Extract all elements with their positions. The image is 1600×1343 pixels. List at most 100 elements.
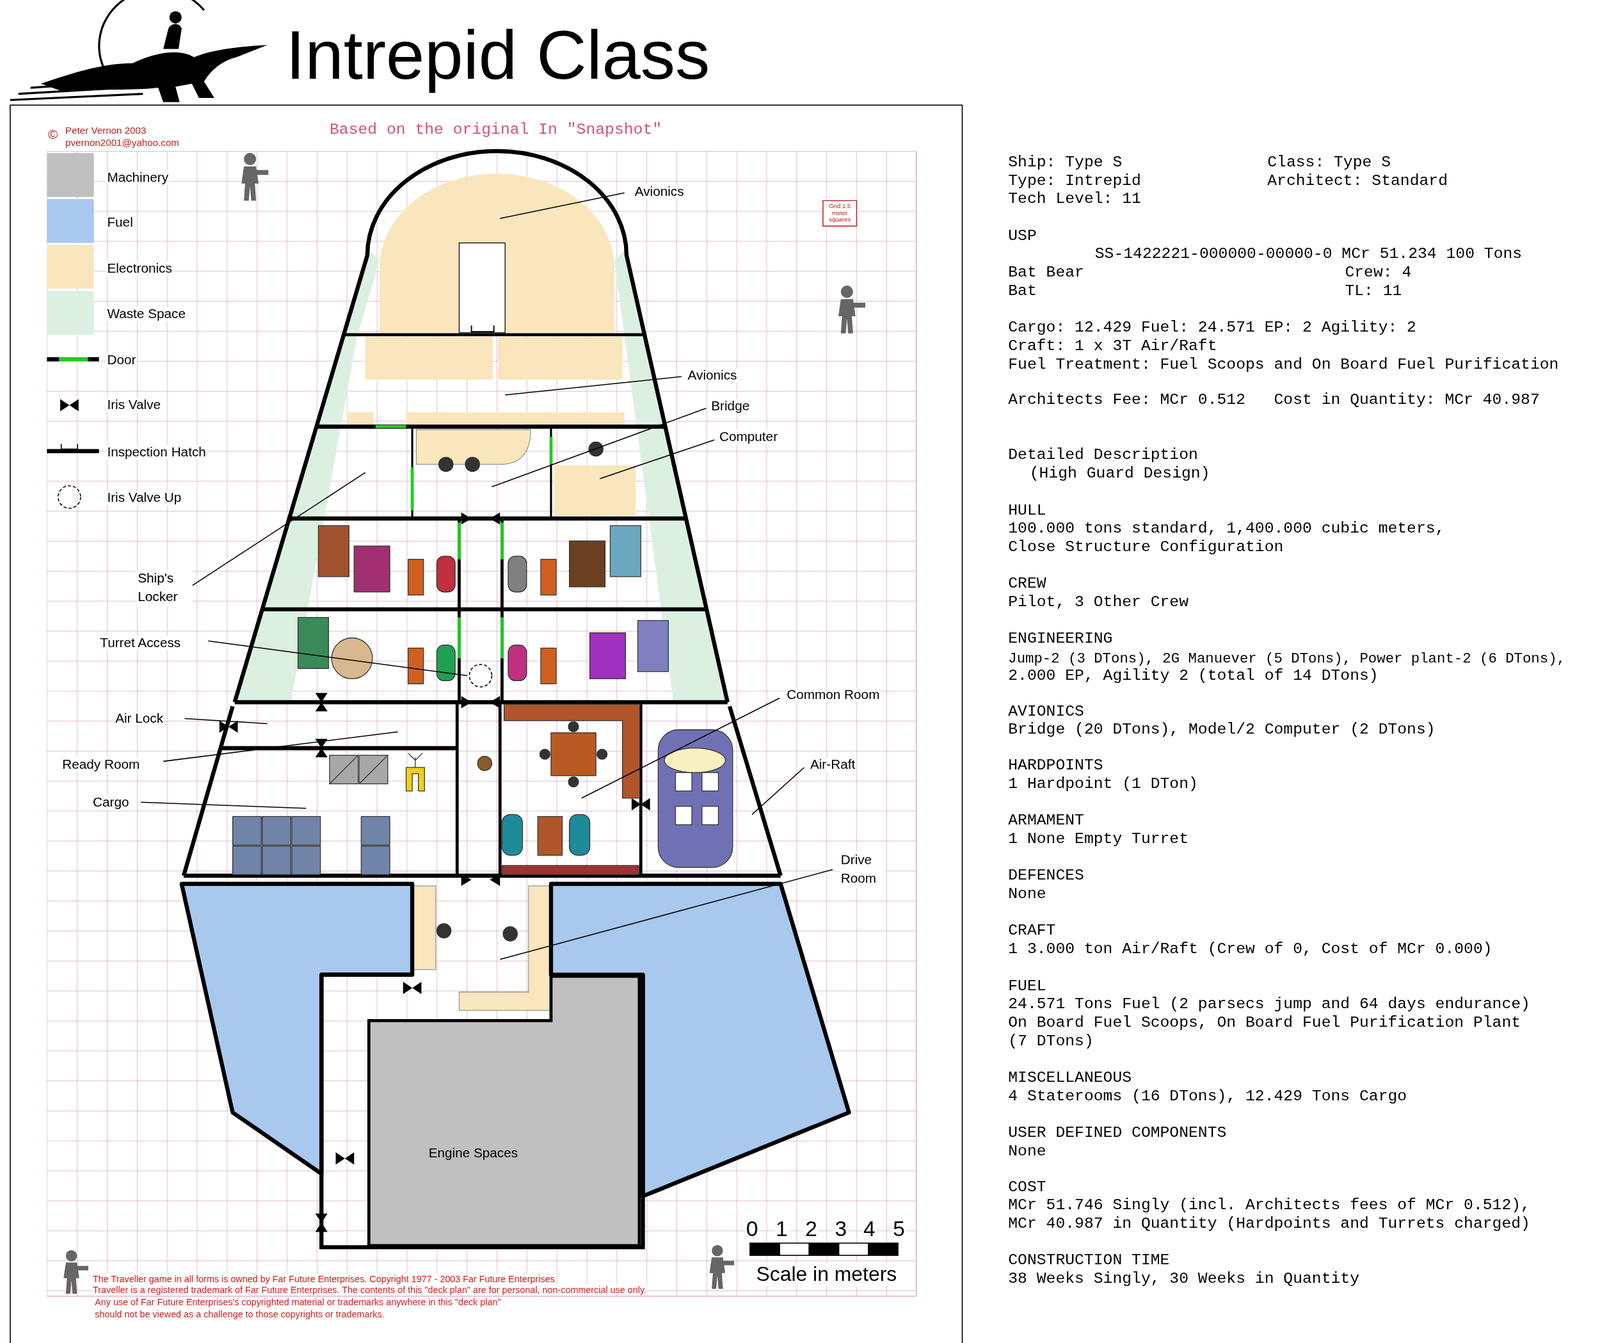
furniture <box>232 846 262 875</box>
electronics <box>365 336 493 380</box>
hull-wall <box>456 702 641 876</box>
furniture <box>406 767 425 792</box>
furniture <box>329 755 388 784</box>
callout-label: Turret Access <box>99 635 182 651</box>
callout-label: Ship's Locker <box>136 569 192 607</box>
furniture <box>298 617 329 669</box>
furniture <box>702 772 719 792</box>
legend-symbols <box>46 359 99 509</box>
spec-line: Jump-2 (3 DTons), 2G Manuever (5 DTons),… <box>1008 650 1566 667</box>
furniture <box>262 816 292 846</box>
leader-line <box>581 698 780 799</box>
leader-line <box>208 640 468 676</box>
furniture <box>360 846 390 875</box>
spec-line: ARMAMENT <box>1008 812 1085 831</box>
spec-line: Architects Fee: MCr 0.512 Cost in Quanti… <box>1008 391 1540 410</box>
furniture <box>291 846 321 875</box>
callout-label: Air Lock <box>114 711 165 727</box>
footer-note: should not be viewed as a challenge to t… <box>94 1308 386 1320</box>
legend-text: Fuel <box>106 215 135 231</box>
hull-wall <box>316 424 665 429</box>
legend-symbols <box>46 357 99 361</box>
nose-slot <box>471 325 495 333</box>
figure <box>241 152 269 201</box>
scale-bar <box>779 1242 809 1256</box>
spec-line: TL: 11 <box>1344 282 1402 301</box>
door <box>458 522 502 658</box>
scale-caption: Scale in meters <box>755 1261 898 1286</box>
hull-wall <box>183 151 781 1247</box>
spec-line: Architect: Standard <box>1267 172 1448 191</box>
furniture <box>657 729 733 868</box>
spec-line: Craft: 1 x 3T Air/Raft <box>1008 337 1217 356</box>
spec-line: Class: Type S <box>1267 154 1391 173</box>
spec-line: 38 Weeks Singly, 30 Weeks in Quantity <box>1008 1270 1360 1289</box>
scale-number: 2 <box>804 1216 819 1241</box>
grid-edge <box>46 151 916 1296</box>
furniture <box>540 647 557 684</box>
scale-bar <box>750 1242 780 1256</box>
iris-valve <box>461 512 501 525</box>
electronics <box>406 412 625 425</box>
furniture <box>501 814 523 856</box>
spec-line: Ship: Type S <box>1008 154 1122 173</box>
scale-bar <box>808 1242 839 1256</box>
furniture <box>609 525 641 577</box>
spec-line: 4 Staterooms (16 DTons), 12.429 Tons Car… <box>1008 1088 1407 1106</box>
legend-symbols <box>58 485 81 509</box>
spec-line: Tech Level: 11 <box>1008 190 1142 209</box>
iris-valve <box>336 1152 355 1165</box>
footer-note: The Traveller game in all forms is owned… <box>91 1273 556 1284</box>
leader-line <box>499 869 833 959</box>
callout-label: Cargo <box>91 794 130 810</box>
furniture <box>353 545 390 592</box>
furniture <box>291 816 321 846</box>
furniture <box>439 456 454 472</box>
legend-symbols <box>60 398 79 411</box>
furniture <box>408 753 423 768</box>
spec-line: COST <box>1008 1178 1046 1197</box>
legend-swatch <box>46 245 94 290</box>
footer-note: Traveller is a registered trademark of F… <box>91 1284 648 1295</box>
electronics <box>458 885 551 1011</box>
legend-symbols <box>58 357 88 361</box>
scale-number: 3 <box>833 1216 848 1241</box>
spec-line: None <box>1008 1143 1046 1161</box>
callout-label: Avionics <box>633 184 685 200</box>
furniture <box>501 865 639 875</box>
iris-valve <box>461 873 501 886</box>
spec-line: 1 Hardpoint (1 DTon) <box>1008 775 1199 794</box>
iris-valve <box>315 1213 328 1232</box>
spec-line: 1 3.000 ton Air/Raft (Crew of 0, Cost of… <box>1008 940 1492 959</box>
nose-slot <box>458 242 505 333</box>
engine-space: Engine Spaces <box>367 974 641 1248</box>
furniture <box>569 814 591 856</box>
panel-frame <box>10 104 963 1343</box>
scale-number: 1 <box>774 1216 789 1241</box>
spec-line: MISCELLANEOUS <box>1008 1069 1132 1088</box>
furniture <box>568 776 579 787</box>
iris-valve <box>461 695 501 708</box>
leader-line <box>163 731 399 761</box>
furniture <box>232 816 262 846</box>
spec-line: USP <box>1008 227 1037 246</box>
spec-line: CREW <box>1008 575 1046 594</box>
leader-line <box>504 376 682 395</box>
hull-wall <box>343 333 645 337</box>
iris-valve-up <box>469 664 492 687</box>
furniture <box>436 556 456 592</box>
furniture <box>637 620 669 672</box>
legend-symbols <box>61 444 79 450</box>
spec-line: Detailed Description <box>1008 446 1199 465</box>
spec-line: 24.571 Tons Fuel (2 parsecs jump and 64 … <box>1008 995 1531 1014</box>
scale-number: 0 <box>744 1216 760 1241</box>
legend-symbols <box>46 449 99 454</box>
hull-wall <box>321 974 643 1248</box>
machinery-label: Engine Spaces <box>428 1145 518 1161</box>
leader-line <box>600 439 715 479</box>
spec-line: CRAFT <box>1008 922 1056 941</box>
spec-line: HULL <box>1008 502 1046 521</box>
furniture <box>540 559 557 596</box>
logo <box>163 23 182 49</box>
